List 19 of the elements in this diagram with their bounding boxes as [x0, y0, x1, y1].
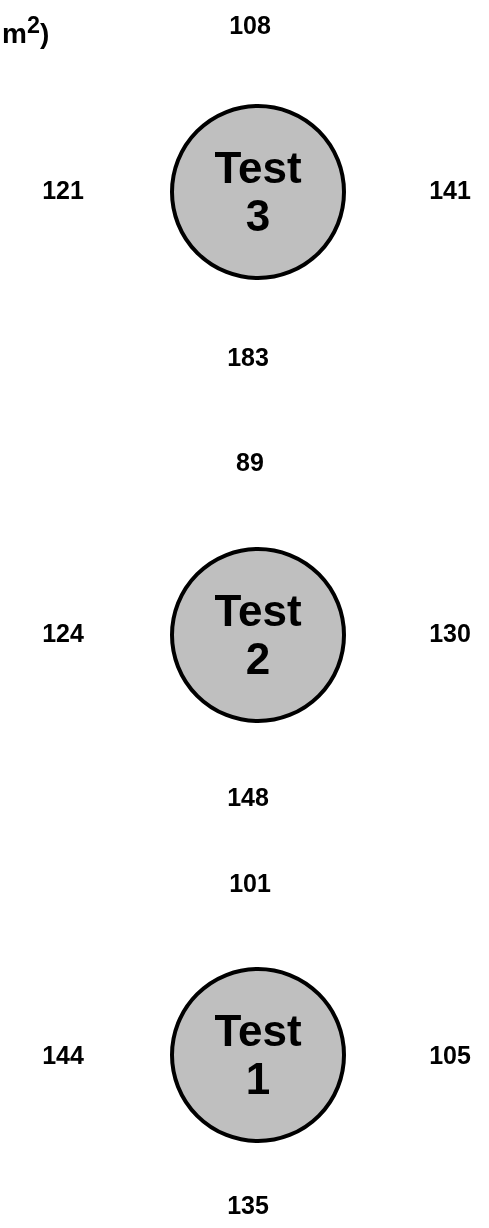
unit-label: m$^{2}$): [2, 12, 50, 51]
value-label: 130: [429, 618, 471, 648]
value-label: 121: [42, 175, 84, 205]
value-label: 105: [429, 1040, 471, 1070]
circle-node: [170, 104, 346, 280]
value-label: 124: [42, 618, 84, 648]
circle-label: Test 2: [213, 586, 303, 684]
value-label: 144: [42, 1040, 84, 1070]
value-label: 108: [229, 10, 271, 40]
circle-label: Test 3: [213, 143, 303, 241]
value-label: 141: [429, 175, 471, 205]
value-label: 148: [227, 782, 269, 812]
circle-label: Test 1: [213, 1006, 303, 1104]
circle-node: [170, 547, 346, 723]
value-label: 89: [236, 447, 264, 477]
circle-node: [170, 967, 346, 1143]
value-label: 183: [227, 342, 269, 372]
value-label: 101: [229, 868, 271, 898]
value-label: 135: [227, 1190, 269, 1220]
